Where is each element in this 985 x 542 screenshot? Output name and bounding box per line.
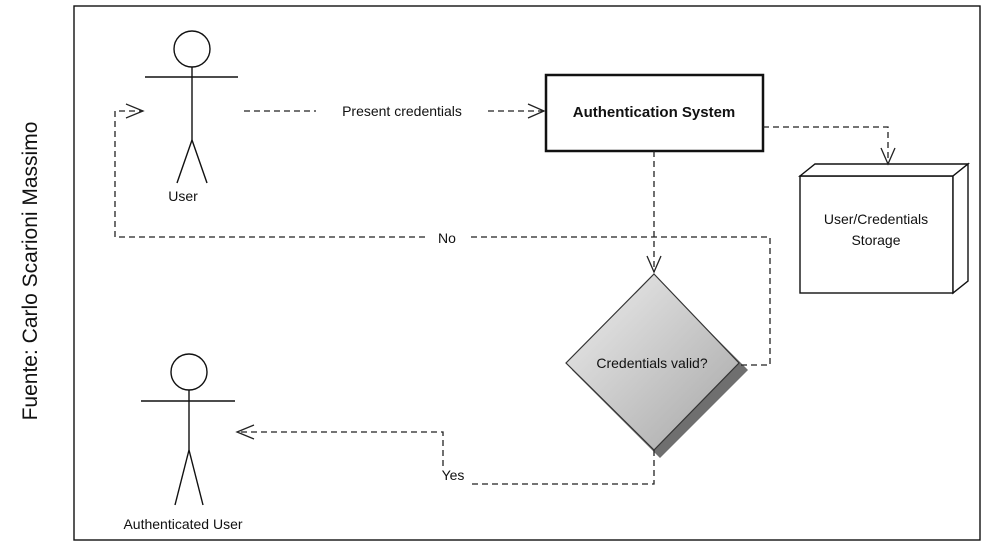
authentication-system-label: Authentication System [573,104,736,121]
yes-label: Yes [442,467,465,483]
yes-edge-arrowhead [235,424,255,440]
storage-node [798,162,970,295]
storage-label-line1: User/Credentials [824,211,928,227]
present-credentials-arrowhead [527,103,546,119]
no-label: No [438,230,456,246]
user-actor [145,30,238,184]
diagram-frame [73,5,981,541]
present-credentials-label: Present credentials [342,103,462,119]
no-edge-arrowhead [125,103,145,119]
source-credit: Fuente: Carlo Scarioni Massimo [19,122,42,421]
storage-label-line2: Storage [851,232,900,248]
auth-to-decision-arrowhead [646,255,662,274]
decision-label: Credentials valid? [596,355,707,371]
yes-edge-left [237,431,444,466]
auth-to-storage-arrowhead [880,147,896,166]
user-label: User [168,188,198,204]
no-edge-right [470,236,771,366]
yes-edge-right [472,450,655,485]
no-edge-left [114,110,425,238]
authenticated-user-actor [141,353,235,506]
auth-to-storage-line [763,126,889,164]
authenticated-user-label: Authenticated User [123,516,242,532]
authentication-system-box [544,73,765,153]
